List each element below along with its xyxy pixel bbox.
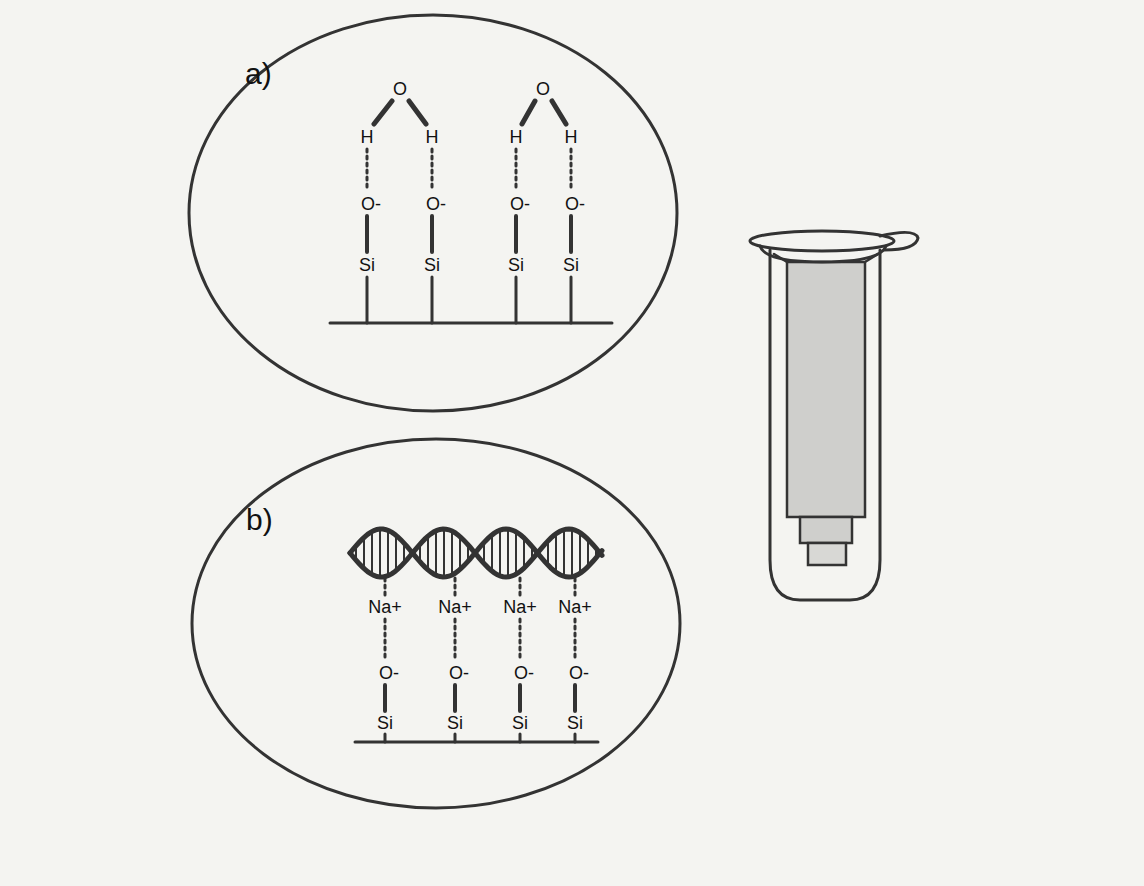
atom-label: Si bbox=[377, 714, 393, 732]
dna-helix bbox=[350, 529, 602, 577]
atom-label: O- bbox=[565, 195, 585, 213]
atom-label: Na+ bbox=[438, 598, 472, 616]
panel-ellipse: b) bbox=[190, 437, 682, 810]
panel-label: b) bbox=[246, 503, 273, 537]
atom-label: Si bbox=[512, 714, 528, 732]
atom-label: O- bbox=[514, 664, 534, 682]
atom-label: H bbox=[426, 128, 439, 146]
atom-label: O- bbox=[426, 195, 446, 213]
atom-label: Si bbox=[359, 256, 375, 274]
silanol-bonds bbox=[367, 101, 571, 323]
atom-label: O- bbox=[510, 195, 530, 213]
panel-ellipse: a) bbox=[187, 13, 679, 413]
atom-label: O bbox=[536, 80, 550, 98]
atom-label: Na+ bbox=[558, 598, 592, 616]
atom-label: Si bbox=[508, 256, 524, 274]
ellipse-outline bbox=[190, 437, 682, 810]
atom-label: Na+ bbox=[503, 598, 537, 616]
atom-label: H bbox=[565, 128, 578, 146]
dna-strand bbox=[350, 529, 602, 577]
atom-label: Na+ bbox=[368, 598, 402, 616]
atom-label: O- bbox=[379, 664, 399, 682]
hydrogen-bonds bbox=[367, 149, 571, 191]
panel-label: a) bbox=[245, 57, 272, 91]
atom-label: O- bbox=[569, 664, 589, 682]
atom-label: O bbox=[393, 80, 407, 98]
atom-label: H bbox=[361, 128, 374, 146]
dna-strand bbox=[350, 529, 602, 577]
atom-label: O- bbox=[449, 664, 469, 682]
silanol-bonds bbox=[385, 685, 575, 742]
atom-label: Si bbox=[447, 714, 463, 732]
spin-column-tube bbox=[750, 231, 918, 600]
atom-label: Si bbox=[424, 256, 440, 274]
atom-label: O- bbox=[361, 195, 381, 213]
salt-bridges bbox=[385, 578, 575, 660]
atom-label: Si bbox=[567, 714, 583, 732]
atom-label: H bbox=[510, 128, 523, 146]
atom-label: Si bbox=[563, 256, 579, 274]
silica-surface bbox=[355, 741, 598, 744]
